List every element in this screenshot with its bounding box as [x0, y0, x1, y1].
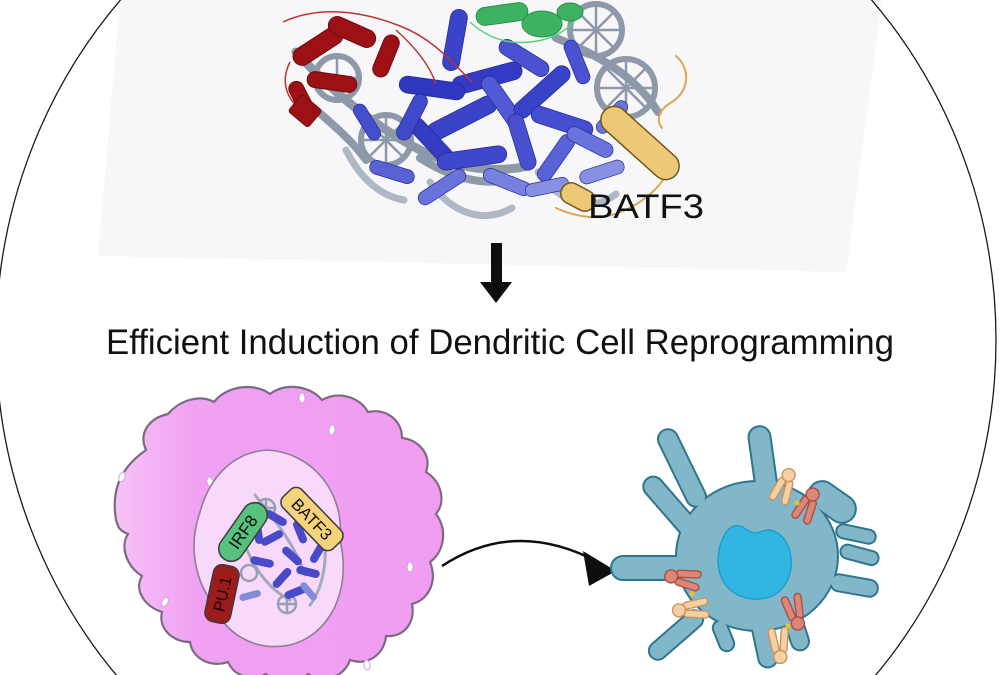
batf3-structure-label: BATF3	[588, 188, 704, 226]
down-arrow-icon	[480, 243, 512, 303]
fibroblast-cell: IRF8 BATF3 PU.1	[113, 385, 445, 675]
protein-dna-complex-structure: BATF3	[282, 1, 704, 226]
reprogramming-arrow-icon	[441, 539, 616, 586]
batf3-helix	[555, 55, 687, 219]
caption-title: Efficient Induction of Dendritic Cell Re…	[106, 323, 894, 362]
receptor-dots	[689, 500, 800, 629]
dendritic-cell-nucleus	[717, 524, 792, 600]
pu1-protein	[282, 11, 473, 128]
dendritic-cell	[610, 423, 881, 671]
irf8-protein	[469, 2, 584, 44]
histone-core-helices	[352, 8, 629, 206]
mhc-receptors	[662, 464, 826, 666]
tag-pu1: PU.1	[204, 563, 240, 625]
render-backdrop	[98, 0, 882, 272]
cell-specks	[118, 392, 414, 671]
